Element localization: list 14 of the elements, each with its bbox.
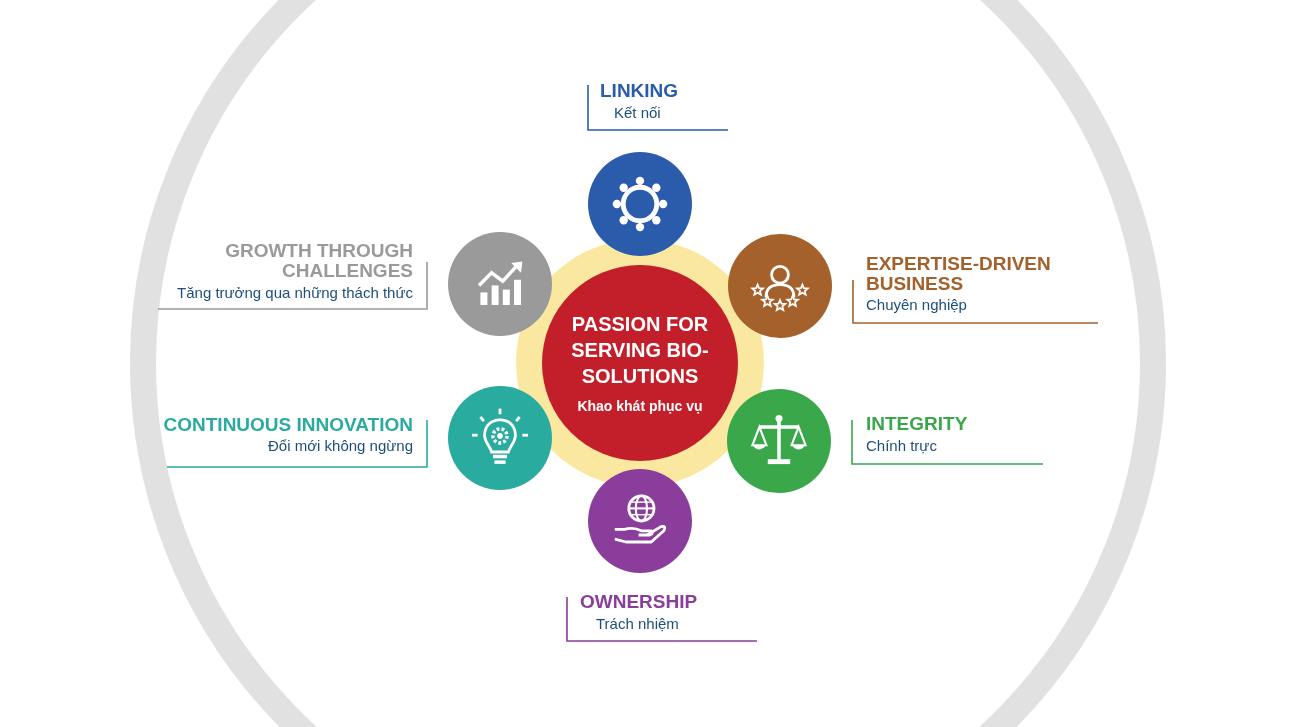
value-subtitle: Trách nhiệm bbox=[596, 615, 679, 633]
value-subtitle: Tăng trưởng qua những thách thức bbox=[177, 284, 413, 302]
value-subtitle: Kết nối bbox=[614, 104, 661, 122]
value-subtitle: Đổi mới không ngừng bbox=[268, 437, 413, 455]
value-heading: CONTINUOUS INNOVATION bbox=[163, 415, 413, 435]
value-subtitle: Chuyên nghiệp bbox=[866, 296, 967, 314]
value-heading: OWNERSHIP bbox=[580, 592, 698, 612]
value-heading: EXPERTISE-DRIVEN BUSINESS bbox=[866, 254, 1052, 294]
value-heading: LINKING bbox=[600, 81, 679, 101]
value-subtitle: Chính trực bbox=[866, 437, 937, 455]
value-heading: GROWTH THROUGH CHALLENGES bbox=[224, 241, 413, 281]
value-heading: INTEGRITY bbox=[866, 414, 968, 434]
center-subtitle: Khao khát phục vụ bbox=[577, 397, 703, 415]
center-heading: PASSION FOR SERVING BIO-SOLUTIONS bbox=[570, 312, 710, 389]
